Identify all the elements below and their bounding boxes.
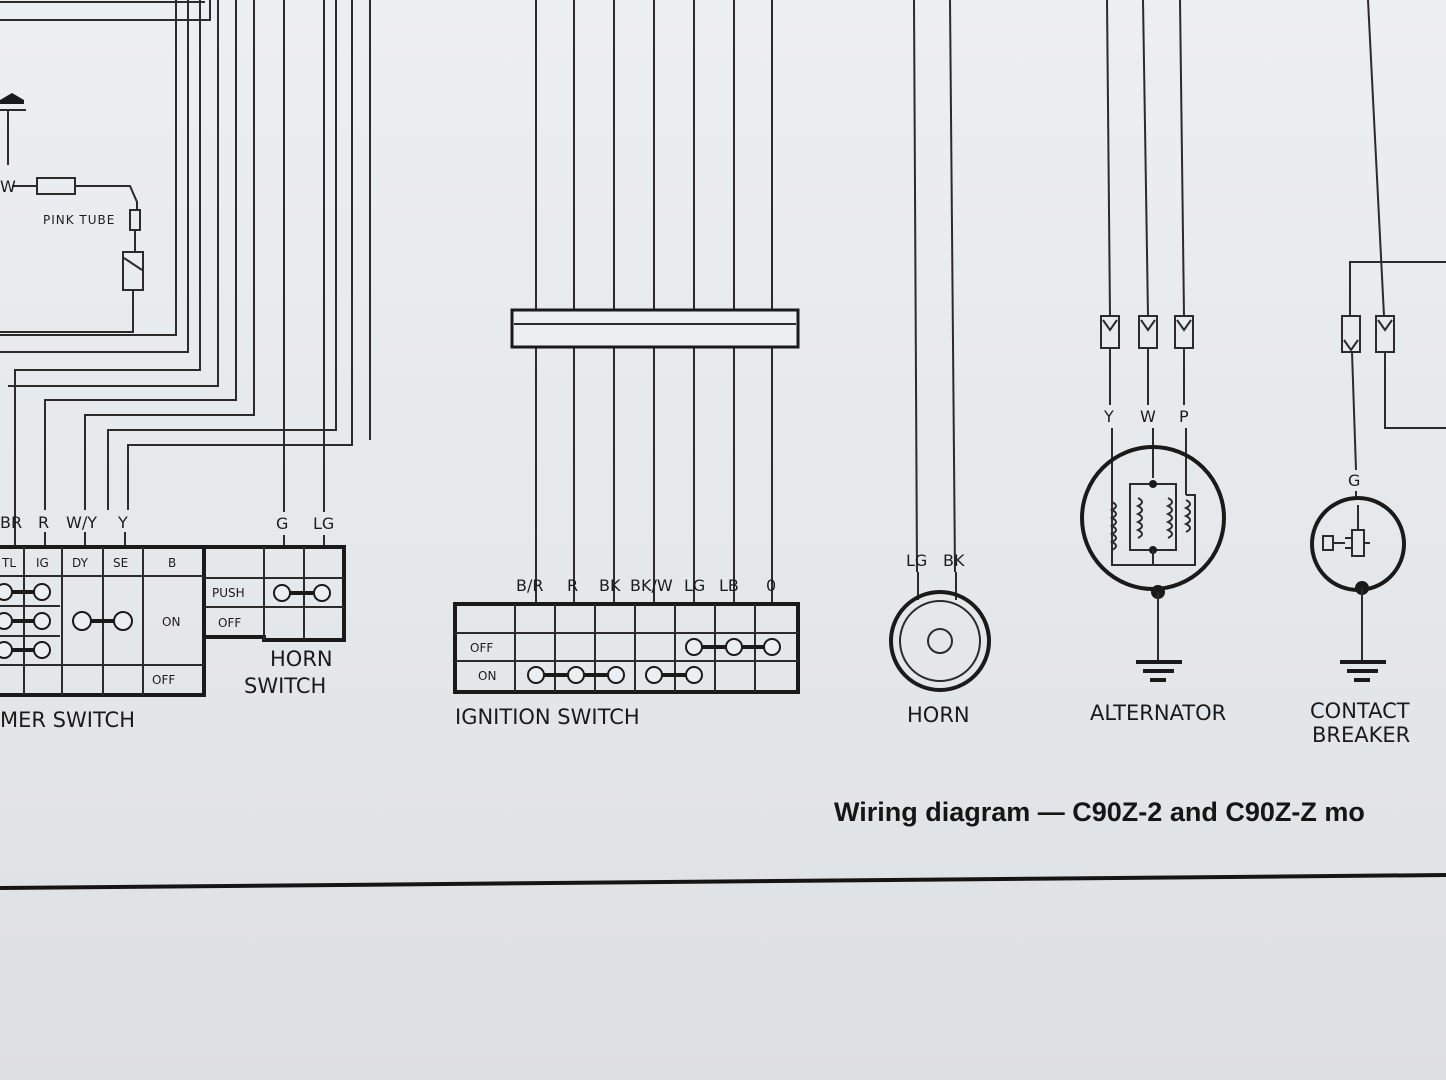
wire-label-bk: BK [943,551,965,570]
horn-switch-off-label: OFF [218,616,241,630]
wire-label-o: 0 [766,576,776,595]
dimmer-on-label: ON [162,615,180,629]
pink-tube-label: PINK TUBE [43,213,115,227]
horn-switch-push-label: PUSH [212,586,245,600]
wire-label-lg: LG [684,576,705,595]
wire-label-w: W [1140,407,1156,426]
wire-label-y: Y [117,513,128,532]
wire-label-br: BR [0,513,22,532]
horn-switch: G LG PUSH OFF HORN SWITCH [204,514,346,698]
ignition-switch: B/R R BK BK/W LG LB 0 OFF ON [453,0,800,729]
dimmer-header-se: SE [113,556,128,570]
ignition-wires [535,0,773,604]
dimmer-header-ig: IG [36,556,49,570]
contact-breaker-label-line1: CONTACT [1310,699,1410,723]
wire-label-lg: LG [906,551,927,570]
horn-label: HORN [907,703,970,727]
connector-icon [36,177,76,195]
left-wire-loom [0,0,371,540]
ignition-contacts [527,638,781,684]
wire-label-r: R [38,513,49,532]
pink-tube-assembly: W PINK TUBE [0,93,144,333]
dimmer-contacts [0,583,133,659]
terminal-arrow-icon [0,93,24,104]
wire-label-r: R [567,576,578,595]
dimmer-header-tl: TL [1,556,16,570]
ground-icon [1340,660,1386,682]
contact-icon [313,584,331,602]
wire-label-y: Y [1103,407,1114,426]
dimmer-switch: BR R W/Y Y TL IG DY SE B [0,512,206,732]
horn-icon [889,590,991,692]
breaker-points [1322,505,1370,557]
wire-label-bkw: BK/W [630,576,673,595]
harness-clamp [510,308,800,349]
wire-label-p: P [1179,407,1189,426]
alternator: Y W P ALTERNATOR [1080,0,1226,725]
wire-label-g: G [276,514,288,533]
alternator-coils [1109,480,1196,566]
ignition-off-label: OFF [470,641,493,655]
contact-icon [273,584,291,602]
wire-label-br: B/R [516,576,543,595]
ignition-switch-outline [453,602,800,694]
wire-label-lb: LB [719,576,739,595]
dimmer-header-b: B [168,556,176,570]
wire-label-w: W [0,177,16,196]
dimmer-switch-label: MER SWITCH [0,708,135,732]
ignition-on-label: ON [478,669,496,683]
dimmer-header-dy: DY [72,556,89,570]
connector-icon [122,251,144,291]
contact-breaker-label-line2: BREAKER [1312,723,1410,747]
wire-label-wy: W/Y [66,513,97,532]
horn-switch-label-line1: HORN [270,647,333,671]
alternator-label: ALTERNATOR [1090,701,1226,725]
wire-label-lg: LG [313,514,334,533]
connector-icon [1341,315,1361,353]
pink-tube-icon [129,209,141,231]
wire-label-g: G [1348,471,1360,490]
ground-icon [1136,660,1182,682]
horn: LG BK HORN [889,0,991,727]
ignition-switch-label: IGNITION SWITCH [455,705,640,729]
dimmer-off-label: OFF [152,673,175,687]
page-divider [0,873,1446,890]
horn-switch-label-line2: SWITCH [244,674,326,698]
contact-breaker: G CONTACT BREAKER [1310,0,1446,747]
figure-caption: Wiring diagram — C90Z-2 and C90Z-Z mo [834,797,1365,827]
wire-label-bk: BK [599,576,621,595]
